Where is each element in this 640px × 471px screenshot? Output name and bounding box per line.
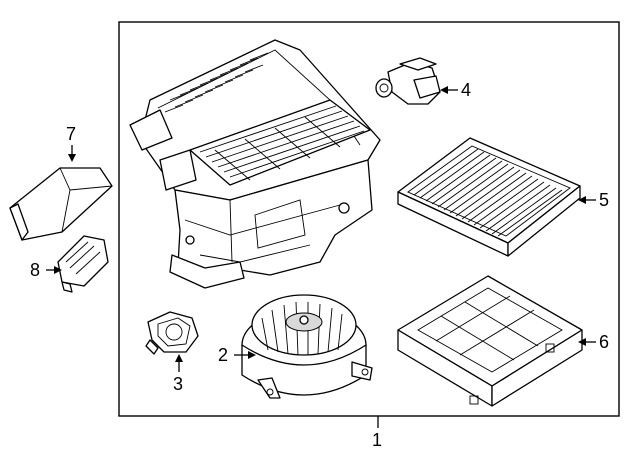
callout-8: 8 <box>30 260 40 280</box>
callout-1: 1 <box>372 430 382 450</box>
duct-drawing <box>9 167 113 241</box>
resistor-drawing <box>145 311 199 355</box>
sensor-drawing <box>57 235 109 293</box>
hvac-case-drawing <box>129 39 381 289</box>
actuator-drawing <box>375 57 441 105</box>
callout-6: 6 <box>599 332 609 352</box>
blower-motor-drawing <box>241 294 373 399</box>
callout-3: 3 <box>173 374 183 394</box>
filter-tray-drawing <box>397 275 583 407</box>
cabin-filter-drawing <box>397 137 581 257</box>
assembly-frame <box>118 21 620 417</box>
callout-7: 7 <box>66 124 76 144</box>
callout-2: 2 <box>218 345 228 365</box>
callout-arrows <box>46 86 596 428</box>
callout-5: 5 <box>599 190 609 210</box>
callout-4: 4 <box>461 80 471 100</box>
